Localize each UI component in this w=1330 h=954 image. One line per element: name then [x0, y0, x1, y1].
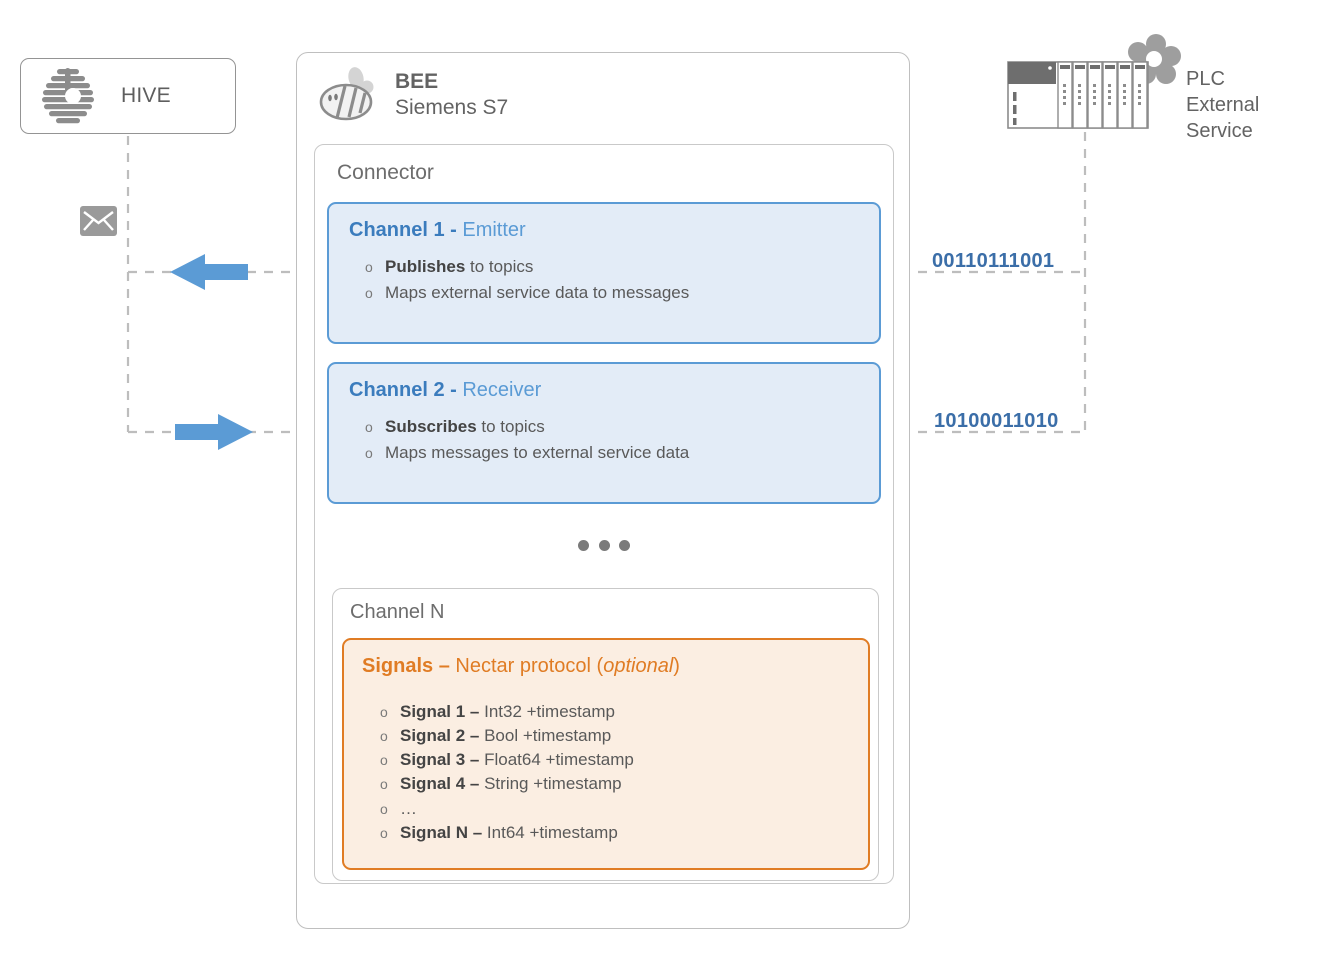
plc-subtitle: External Service	[1186, 94, 1260, 142]
plc-rack-icon	[1007, 34, 1181, 129]
arrow-to-hive	[170, 254, 248, 290]
bee-title-group: BEE Siemens S7	[395, 69, 508, 122]
signal-label: Signal N –	[400, 822, 487, 842]
signals-title-bold: Signals –	[362, 655, 456, 677]
signal-label: Signal 4 –	[400, 774, 485, 794]
channel-card-2[interactable]: Channel 2 - Receiver o Subscribes to top…	[327, 362, 881, 504]
hive-node[interactable]: HIVE	[20, 58, 236, 134]
list-item: o Signal N – Int64 +timestamp	[362, 821, 850, 845]
bullet-marker: o	[380, 752, 388, 769]
signals-title-tail: )	[673, 655, 680, 677]
bullet-marker: o	[380, 824, 388, 841]
dot	[619, 540, 630, 551]
dot	[598, 540, 610, 551]
binary-label-receiver: 10100011010	[934, 410, 1059, 432]
bee-title: BEE	[395, 69, 439, 93]
bee-header: BEE Siemens S7	[319, 67, 508, 123]
signal-list: o Signal 1 – Int32 +timestamp o Signal 2…	[362, 700, 850, 845]
channel-1-bullets: o Publishes to topics o Maps external se…	[349, 254, 859, 307]
beehive-icon	[42, 68, 94, 124]
signals-title: Signals – Nectar protocol (optional)	[362, 654, 850, 678]
channel-1-role: Emitter	[462, 219, 526, 241]
bullet-rest: Maps external service data to messages	[385, 283, 690, 303]
arrow-to-bee	[175, 414, 253, 450]
ellipsis-separator	[578, 540, 630, 551]
dot	[578, 540, 589, 551]
channel-2-role: Receiver	[462, 379, 542, 401]
signals-title-normal: Nectar protocol (	[455, 655, 604, 677]
bullet-marker: o	[365, 419, 373, 435]
signal-label: Signal 1 –	[400, 702, 485, 721]
bullet-rest: to topics	[476, 417, 545, 436]
bullet-marker: o	[365, 259, 373, 275]
signal-type: Int32 +timestamp	[484, 702, 615, 721]
bullet-rest: Maps messages to external service data	[385, 443, 690, 463]
connector-label: Connector	[337, 161, 434, 184]
list-item: o Maps external service data to messages	[349, 280, 859, 306]
signal-label: Signal 3 –	[400, 750, 485, 770]
bullet-bold: Publishes	[385, 257, 466, 276]
hive-label: HIVE	[121, 84, 171, 107]
bullet-marker: o	[380, 776, 388, 793]
signal-type: Float64 +timestamp	[484, 750, 634, 770]
signals-title-italic: optional	[603, 655, 674, 677]
signals-card[interactable]: Signals – Nectar protocol (optional) o S…	[342, 638, 870, 870]
list-item: o Subscribes to topics	[349, 414, 859, 440]
bullet-marker: o	[365, 285, 373, 302]
channel-1-title: Channel 1 - Emitter	[349, 218, 859, 242]
signal-type: Bool +timestamp	[484, 726, 612, 746]
plc-name: PLC	[1186, 68, 1225, 90]
plc-label-group: PLC External Service	[1186, 66, 1330, 144]
list-item: o Signal 3 – Float64 +timestamp	[362, 748, 850, 772]
bullet-marker: o	[365, 445, 373, 462]
list-item: o Signal 4 – String +timestamp	[362, 772, 850, 796]
bullet-bold: Subscribes	[385, 417, 477, 436]
bullet-marker: o	[380, 728, 388, 745]
binary-label-emitter: 00110111001	[932, 250, 1055, 272]
bee-subtitle: Siemens S7	[395, 96, 509, 119]
list-item: o Publishes to topics	[349, 254, 859, 280]
channel-card-1[interactable]: Channel 1 - Emitter o Publishes to topic…	[327, 202, 881, 344]
bullet-marker: o	[380, 704, 388, 720]
channel-n-label: Channel N	[350, 601, 445, 623]
envelope-message-icon	[80, 206, 117, 236]
channel-2-name: Channel 2	[349, 379, 445, 401]
channel-2-bullets: o Subscribes to topics o Maps messages t…	[349, 414, 859, 467]
bullet-marker: o	[380, 800, 388, 817]
list-item: o …	[362, 797, 850, 821]
channel-2-separator: -	[444, 379, 463, 401]
list-item: o Maps messages to external service data	[349, 440, 859, 466]
bee-icon	[319, 67, 374, 121]
bullet-rest: to topics	[465, 257, 534, 276]
channel-1-name: Channel 1	[349, 219, 445, 241]
list-item: o Signal 2 – Bool +timestamp	[362, 724, 850, 748]
channel-1-separator: -	[444, 219, 463, 241]
signal-type: Int64 +timestamp	[486, 822, 618, 842]
signal-type: …	[400, 798, 417, 818]
signal-type: String +timestamp	[484, 774, 622, 794]
flower-gear-icon	[1128, 34, 1181, 84]
list-item: o Signal 1 – Int32 +timestamp	[362, 700, 850, 724]
channel-2-title: Channel 2 - Receiver	[349, 378, 859, 402]
signal-label: Signal 2 –	[400, 726, 485, 746]
